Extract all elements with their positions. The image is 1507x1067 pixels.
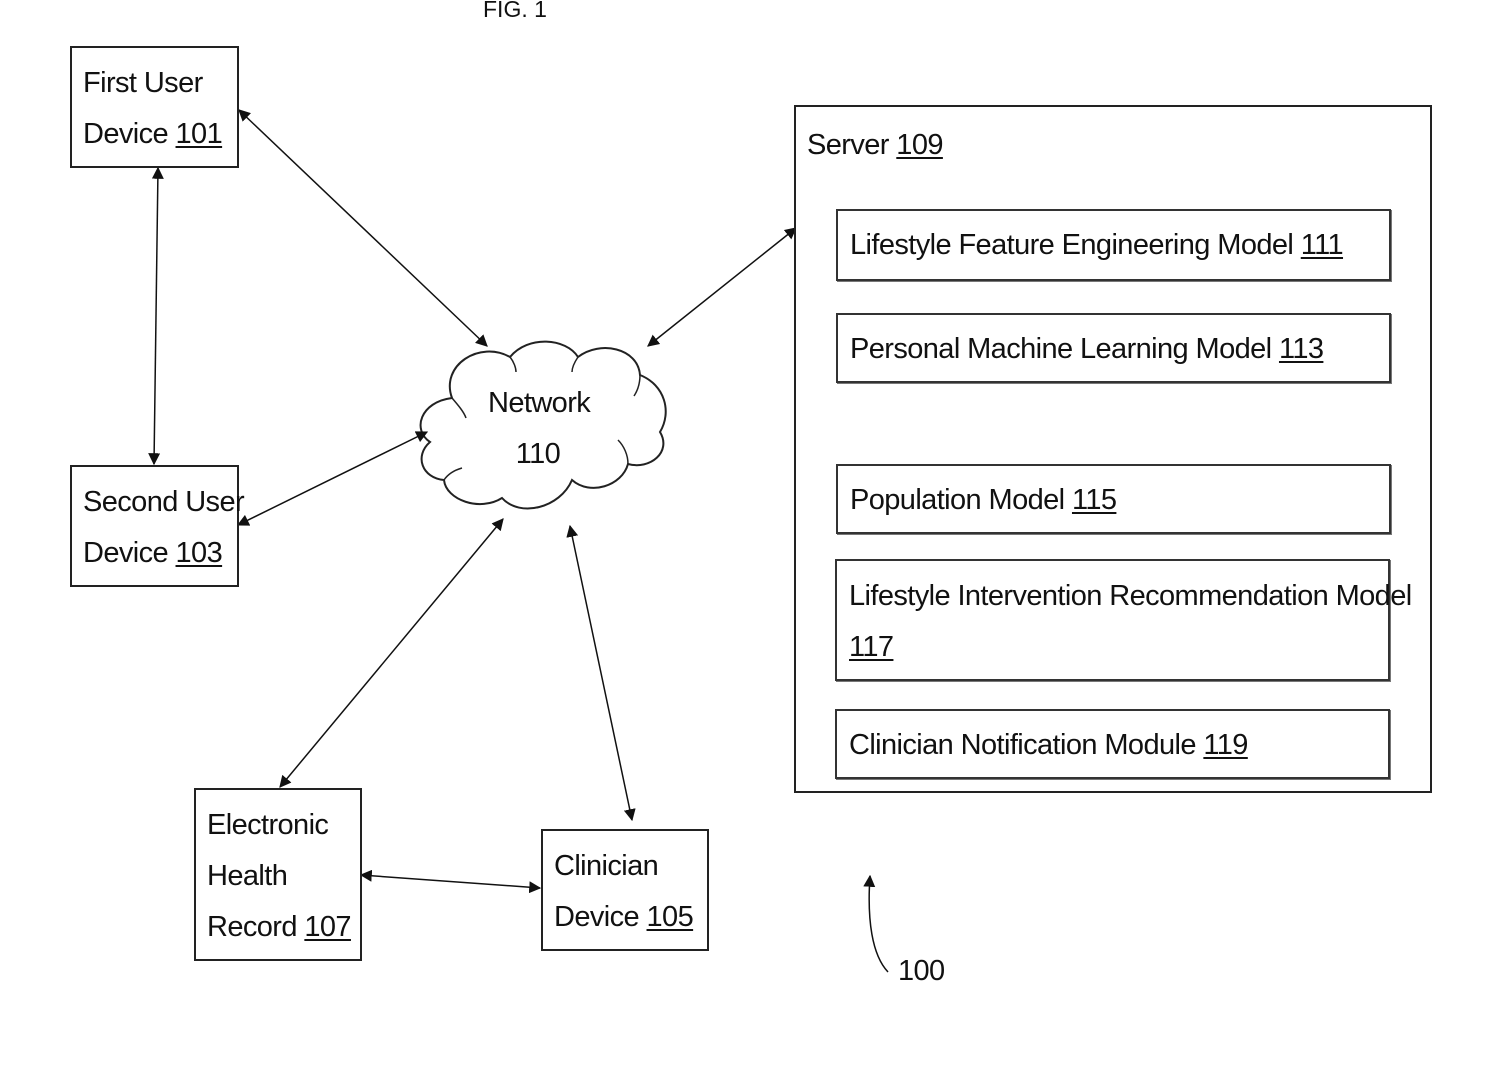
connector-first-second-user [154, 168, 158, 464]
cloud-inner-arc [572, 357, 578, 372]
connector-ehr-clinician [361, 875, 540, 888]
clinician-device-box: Clinician Device 105 [541, 829, 709, 951]
ref-number: 119 [1203, 729, 1247, 761]
ref-number: 105 [647, 901, 694, 933]
connector-first-user-network [239, 110, 487, 346]
figure-caption: FIG. 1 [483, 0, 547, 23]
ref-number: 101 [176, 118, 223, 150]
ehr-label: Electronic Health Record 107 [207, 800, 351, 953]
ref-number: 115 [1072, 484, 1116, 516]
second-user-device-box: Second User Device 103 [70, 465, 239, 587]
module-clinician-notification: Clinician Notification Module 119 [835, 709, 1390, 779]
ref-number: 109 [896, 129, 943, 161]
second-user-device-label: Second User Device 103 [83, 477, 244, 579]
clinician-device-label: Clinician Device 105 [554, 841, 693, 943]
cloud-inner-arc [618, 440, 628, 464]
ref-number: 117 [849, 622, 893, 673]
connector-network-server [648, 228, 796, 346]
cloud-inner-arc [510, 357, 516, 372]
ehr-box: Electronic Health Record 107 [194, 788, 362, 961]
module-population: Population Model 115 [836, 464, 1391, 534]
module-personal-ml: Personal Machine Learning Model 113 [836, 313, 1391, 383]
module-lifestyle-feature-engineering: Lifestyle Feature Engineering Model 111 [836, 209, 1391, 281]
ref-number: 103 [176, 537, 223, 569]
cloud-inner-arc [452, 398, 466, 418]
cloud-inner-arc [444, 468, 462, 480]
first-user-device-label: First User Device 101 [83, 58, 222, 160]
system-reference-number: 100 [898, 946, 945, 997]
ref-number: 107 [304, 911, 351, 943]
network-label: Network 110 [488, 378, 588, 480]
server-label: Server 109 [807, 120, 943, 171]
first-user-device-box: First User Device 101 [70, 46, 239, 168]
reference-arrow-100 [869, 876, 888, 972]
module-lifestyle-intervention: Lifestyle Intervention Recommendation Mo… [835, 559, 1390, 681]
ref-number: 113 [1279, 333, 1323, 365]
cloud-inner-arc [634, 375, 640, 396]
ref-number: 111 [1301, 229, 1343, 261]
connector-network-ehr [280, 519, 503, 787]
connector-network-clinician [570, 526, 632, 820]
connector-second-user-network [238, 432, 427, 525]
